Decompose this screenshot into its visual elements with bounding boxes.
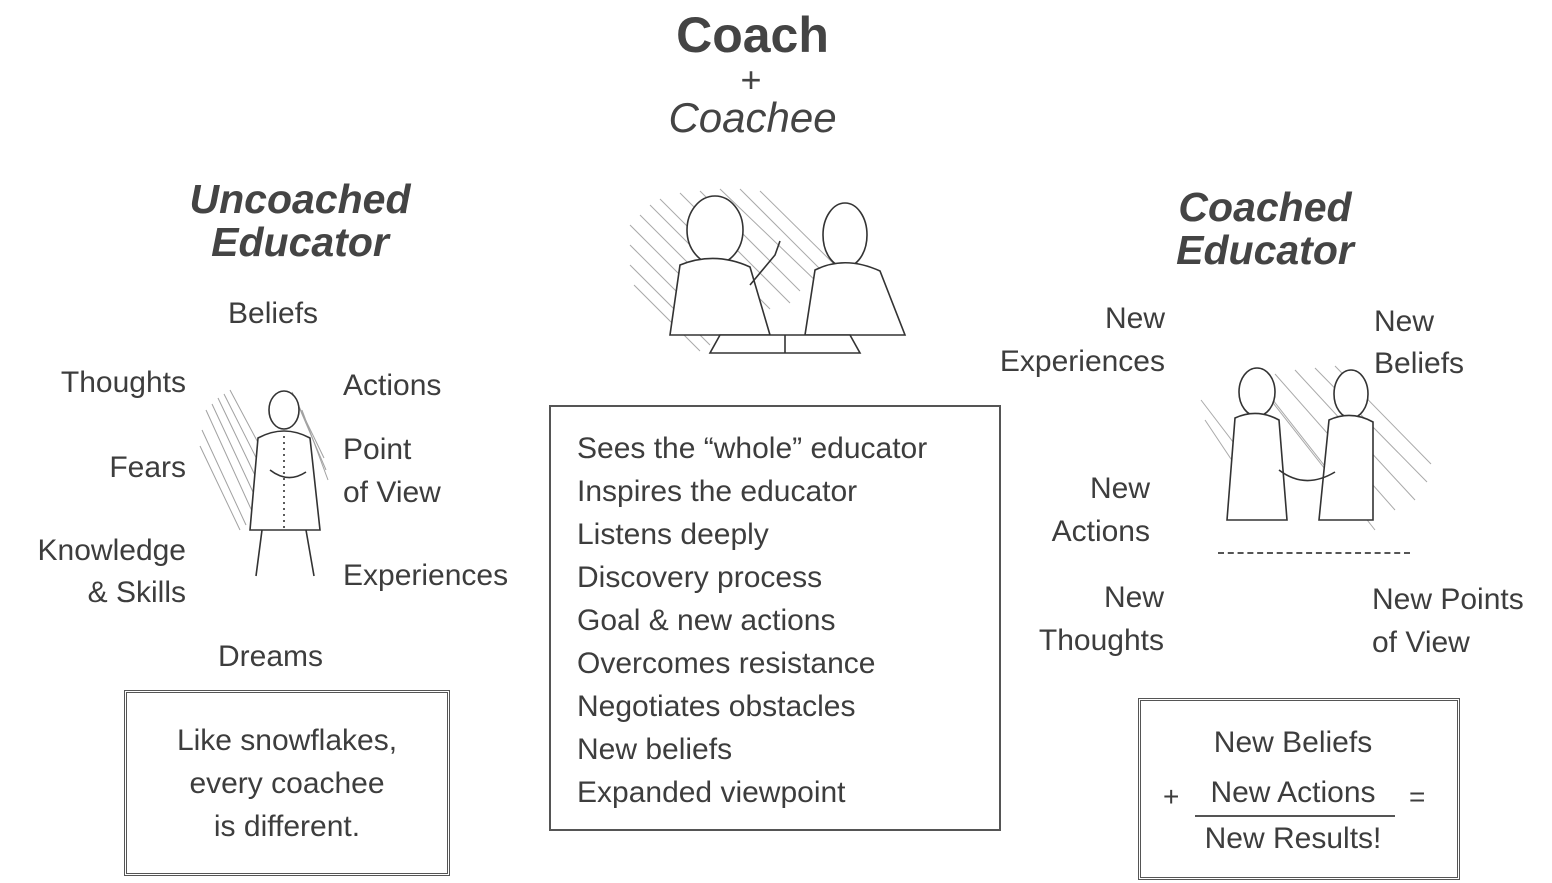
list-item: Overcomes resistance (577, 647, 876, 680)
formula-line-2: New Actions (1210, 776, 1376, 809)
coach-title: Coach (676, 7, 829, 63)
plus-sign: + (740, 59, 762, 100)
coaching-process-box: Sees the “whole” educator Inspires the e… (549, 405, 1001, 831)
label-new-actions-2: Actions (1051, 515, 1150, 548)
label-new-points-1: New Points (1372, 583, 1524, 616)
coached-title-1: Coached (1178, 184, 1352, 230)
center-list: Sees the “whole” educator Inspires the e… (577, 427, 927, 814)
label-knowledge: Knowledge (37, 534, 186, 567)
coached-title-2: Educator (1176, 227, 1354, 273)
label-new-thoughts-2: Thoughts (1038, 624, 1164, 657)
snowflakes-line-2: every coachee (189, 767, 385, 800)
label-new-actions-1: New (1089, 472, 1150, 505)
label-actions: Actions (343, 369, 442, 402)
coached-educator-sketch (1200, 365, 1432, 531)
formula-rule (1195, 815, 1395, 817)
label-new-beliefs-2: Beliefs (1374, 347, 1465, 380)
coachee-title: Coachee (668, 94, 837, 141)
label-new-experiences-2: Experiences (999, 345, 1165, 378)
list-item: New beliefs (577, 733, 733, 766)
list-item: Sees the “whole” educator (577, 432, 928, 465)
formula-result: New Results! (1204, 822, 1382, 855)
label-new-thoughts-1: New (1103, 581, 1164, 614)
label-dreams: Dreams (218, 640, 324, 673)
formula-plus: + (1163, 781, 1180, 812)
uncoached-title-2: Educator (211, 219, 389, 265)
list-item: Expanded viewpoint (577, 776, 846, 809)
list-item: Goal & new actions (577, 604, 836, 637)
uncoached-title-1: Uncoached (189, 176, 411, 222)
list-item: Listens deeply (577, 518, 769, 551)
label-new-experiences-1: New (1104, 302, 1165, 335)
label-of-view: of View (343, 476, 441, 509)
label-fears: Fears (109, 451, 186, 484)
label-beliefs: Beliefs (228, 297, 319, 330)
label-thoughts: Thoughts (60, 366, 186, 399)
uncoached-educator-sketch (199, 389, 329, 577)
coach-coachee-sketch (629, 188, 907, 354)
snowflakes-box: Like snowflakes, every coachee is differ… (124, 690, 450, 876)
label-skills: & Skills (87, 576, 186, 609)
label-new-points-2: of View (1372, 626, 1470, 659)
formula-line-1: New Beliefs (1213, 726, 1373, 759)
dashed-separator (1218, 552, 1410, 554)
snowflakes-line-3: is different. (213, 810, 361, 843)
list-item: Inspires the educator (577, 475, 858, 508)
label-new-beliefs-1: New (1374, 305, 1435, 338)
label-experiences: Experiences (343, 559, 509, 592)
formula-equals: = (1409, 781, 1426, 812)
list-item: Discovery process (577, 561, 823, 594)
label-point: Point (343, 433, 412, 466)
list-item: Negotiates obstacles (577, 690, 856, 723)
snowflakes-line-1: Like snowflakes, (176, 724, 398, 757)
formula-box: New Beliefs + New Actions = New Results! (1138, 698, 1460, 880)
